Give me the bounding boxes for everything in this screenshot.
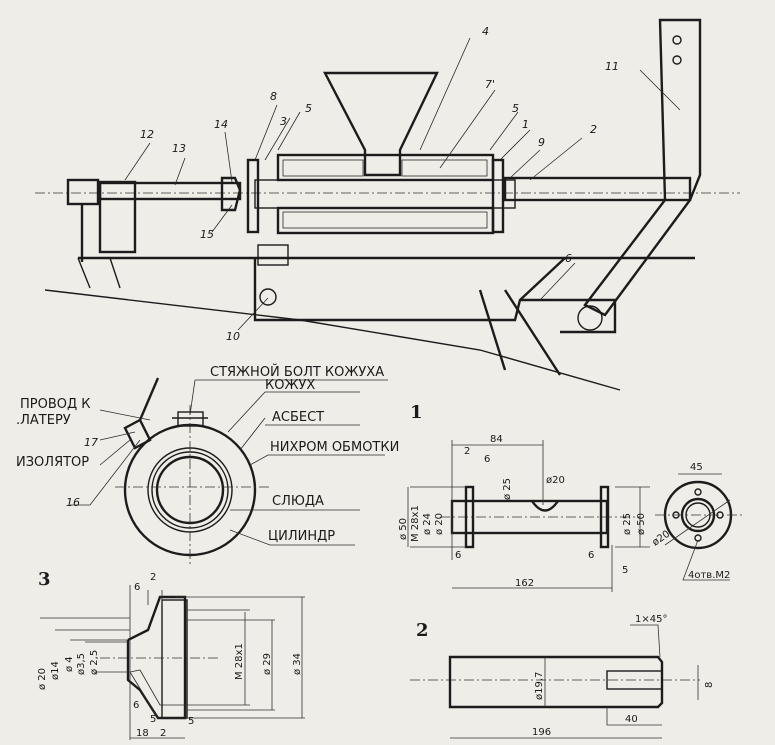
dim-d50r: ø 50 <box>636 513 647 535</box>
part-10: 10 <box>226 330 240 343</box>
feed-screw <box>98 181 242 201</box>
dim-6b: 6 <box>455 550 461 561</box>
dim-6a: 6 <box>484 454 490 465</box>
part-6: 6 <box>565 252 572 265</box>
sc-dim-8: 8 <box>704 682 715 688</box>
label-clamp-bolt: СТЯЖНОЙ БОЛТ КОЖУХА <box>210 364 384 380</box>
lever-bracket <box>583 18 702 317</box>
dim-45: 45 <box>690 462 703 473</box>
part-13: 13 <box>172 142 186 155</box>
screw-shaft <box>503 176 692 202</box>
dim-m28: М 28x1 <box>410 505 421 542</box>
nz-dim-2b: 2 <box>160 728 166 739</box>
dim-d24: ø 24 <box>422 513 433 535</box>
part-2: 2 <box>590 123 597 136</box>
label-nichrome: НИХРОМ ОБМОТКИ <box>270 440 399 455</box>
part-7: 7' <box>485 78 495 91</box>
bearing-housing <box>98 180 137 254</box>
sc-dim-196: 196 <box>532 727 551 738</box>
label-cylinder: ЦИЛИНДР <box>268 529 335 544</box>
dim-d50: ø 50 <box>398 518 409 540</box>
sc-dim-d197: ø19,7 <box>534 672 545 700</box>
label-17: 17 <box>84 436 98 449</box>
label-asbestos: АСБЕСТ <box>272 410 324 425</box>
nz-dim-d25: ø 2,5 <box>89 650 100 675</box>
part-8: 8 <box>270 90 277 103</box>
hopper <box>323 71 439 177</box>
part-1: 1 <box>522 118 529 131</box>
dim-d20: ø20 <box>546 475 565 486</box>
nz-dim-6b: 6 <box>133 700 139 711</box>
nz-dim-d14: ø14 <box>50 661 61 680</box>
part-5: 5 <box>305 102 312 115</box>
part-15: 15 <box>200 228 214 241</box>
label-16: 16 <box>66 496 80 509</box>
nz-dim-5b: 5 <box>188 716 194 727</box>
nz-dim-5: 5 <box>150 714 156 725</box>
nz-dim-2: 2 <box>150 572 156 583</box>
part-9: 9 <box>538 136 545 149</box>
figure-number-1: 1 <box>410 402 423 423</box>
cylinder-detail: 84 2 6 ø20 ø 25 ø 50 М 28x1 ø 24 ø 20 ø … <box>398 434 745 592</box>
dim-2: 2 <box>464 446 470 457</box>
heater-cross-section: СТЯЖНОЙ БОЛТ КОЖУХА КОЖУХ АСБЕСТ НИХРОМ … <box>16 364 399 565</box>
dim-5: 5 <box>622 565 628 576</box>
part-4: 4 <box>482 25 489 38</box>
label-casing: КОЖУХ <box>265 378 315 393</box>
label-wire-1: ПРОВОД К <box>20 397 91 412</box>
dim-d20b: ø 20 <box>434 513 445 535</box>
label-wire-2: .ЛАТЕРУ <box>16 413 71 428</box>
main-assembly: 4 7' 11 5 8 3 14 12 13 5 1 9 2 6 15 10 <box>35 18 740 391</box>
figure-number-2: 2 <box>416 620 429 641</box>
nz-dim-d20: ø 20 <box>37 668 48 690</box>
nozzle-detail: 2 6 ø 20 ø14 ø 4 ø3,5 ø 2,5 М 28x1 ø 29 … <box>37 572 305 740</box>
dim-d25: ø 25 <box>502 478 513 500</box>
sc-dim-chamfer: 1×45° <box>635 614 667 625</box>
nz-dim-18: 18 <box>136 728 149 739</box>
figure-number-3: 3 <box>38 569 51 590</box>
dim-6c: 6 <box>588 550 594 561</box>
nz-dim-6: 6 <box>134 582 140 593</box>
part-14: 14 <box>214 118 228 131</box>
part-3: 3 <box>280 115 287 128</box>
nz-dim-m28: М 28x1 <box>234 643 245 680</box>
nz-dim-d4: ø 4 <box>64 656 75 672</box>
nz-dim-d29: ø 29 <box>262 653 273 675</box>
cylinder <box>254 179 516 209</box>
part-11: 11 <box>605 60 619 73</box>
dim-162: 162 <box>515 578 534 589</box>
nz-dim-d35: ø3,5 <box>76 653 87 675</box>
dim-84: 84 <box>490 434 503 445</box>
dim-d25r: ø 25 <box>622 513 633 535</box>
label-mica: СЛЮДА <box>272 494 324 509</box>
link-arm <box>520 298 617 334</box>
part-12: 12 <box>140 128 154 141</box>
screw-detail: 1×45° ø19,7 8 40 196 <box>410 614 715 739</box>
label-insulator: ИЗОЛЯТОР <box>16 455 89 470</box>
nz-dim-d34: ø 34 <box>292 653 303 675</box>
part-5b: 5 <box>512 102 519 115</box>
sc-dim-40: 40 <box>625 714 638 725</box>
dim-holes: 4отв.М2 <box>688 570 730 581</box>
